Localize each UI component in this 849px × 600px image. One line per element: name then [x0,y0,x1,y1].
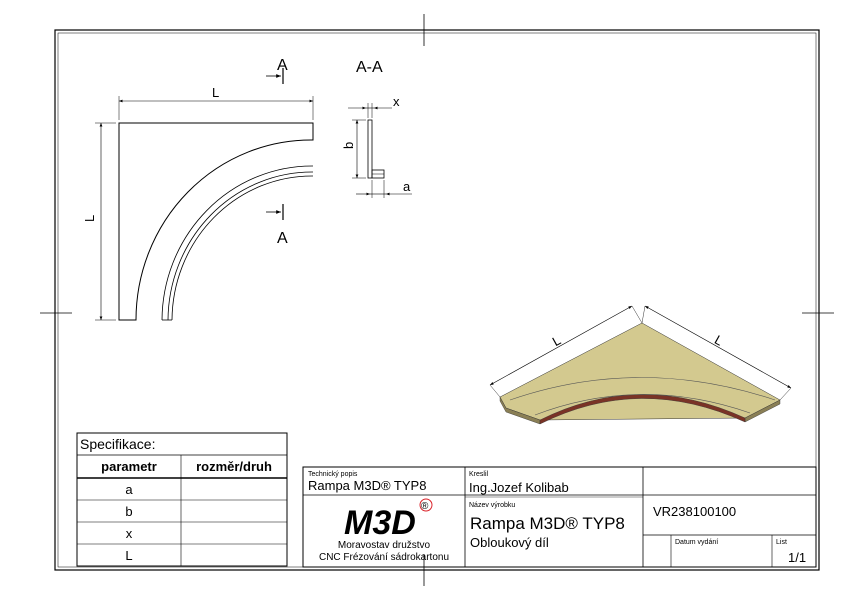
isometric-view [489,305,792,425]
spec-row-b-param: b [125,504,132,519]
tb-issue-date-label: Datum vydání [675,539,718,546]
tb-company-line1: Moravostav družstvo [338,540,431,551]
spec-col-rozmer: rozměr/druh [196,459,272,474]
section-marker-bottom: A [277,230,288,247]
spec-col-parametr: parametr [101,459,157,474]
detail-dim-a: a [403,179,411,194]
spec-title: Specifikace: [80,436,155,452]
svg-text:®: ® [421,501,429,512]
spec-row-l-param: L [125,548,132,563]
tb-company-line2: CNC Frézování sádrokartonu [319,552,449,563]
tb-sheet-label: List [776,539,787,546]
title-block [302,466,817,568]
spec-row-x-param: x [126,526,133,541]
tb-drawn-by-label: Kreslil [469,471,489,478]
tb-doc-type-label: Technický popis [308,471,358,478]
tb-product-name-value: Rampa M3D® TYP8 [470,514,625,533]
detail-dim-b: b [341,142,356,149]
tb-product-name-label: Název výrobku [469,502,515,509]
tb-drawing-number: VR238100100 [653,504,736,519]
tb-drawn-by-value: Ing.Jozef Kolibab [469,480,569,495]
iso-dim-l-left: L [550,332,564,349]
section-marker-top: A [277,57,288,74]
svg-text:M3D: M3D [344,504,416,542]
section-detail [348,103,412,198]
company-logo: M3D ® [344,498,433,542]
specification-table [76,432,288,567]
tb-product-sub: Obloukový díl [470,535,549,550]
section-title: A-A [356,59,383,76]
plan-dim-l-vertical: L [82,215,97,222]
tb-sheet-value: 1/1 [788,550,806,565]
iso-dim-l-right: L [712,332,726,349]
spec-row-a-param: a [125,482,133,497]
tb-doc-type-value: Rampa M3D® TYP8 [308,478,426,493]
plan-dim-l-horizontal: L [212,85,219,100]
plan-view [95,68,314,321]
detail-dim-x: x [393,94,400,109]
